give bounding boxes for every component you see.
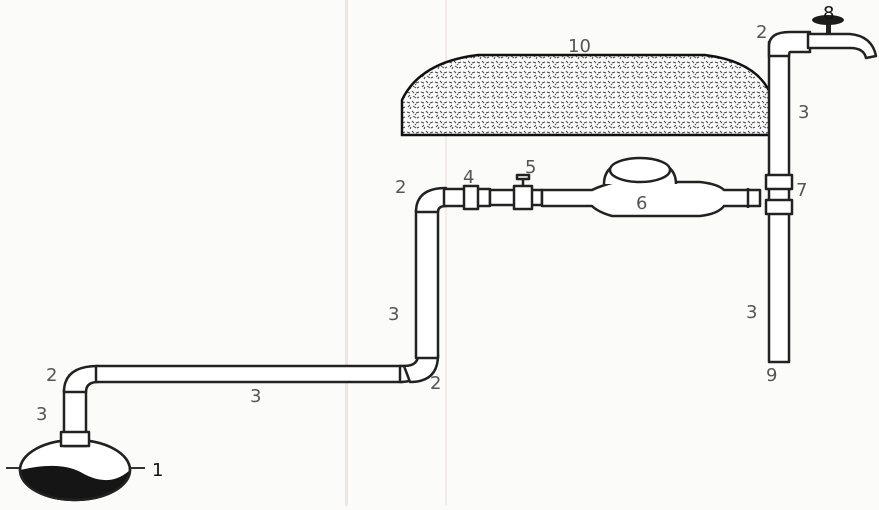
union-nut (462, 184, 480, 211)
water-meter (540, 180, 762, 218)
water-tap (806, 32, 878, 60)
insulation-cover (400, 53, 774, 137)
label-elbow: 2 (46, 365, 57, 386)
tee-fitting (764, 173, 794, 191)
label-elbow: 2 (395, 177, 406, 198)
meter-dial-face (608, 156, 672, 184)
tap-handle (812, 15, 844, 34)
label-cover: 10 (568, 36, 591, 57)
pipe-section (94, 364, 404, 384)
label-pipe: 3 (746, 302, 757, 323)
label-main: 1 (152, 460, 163, 481)
label-valve: 5 (525, 157, 536, 178)
label-elbow: 2 (756, 22, 767, 43)
valve-handle (515, 173, 531, 181)
label-union: 4 (463, 167, 474, 188)
label-elbow: 2 (430, 373, 441, 394)
elbow-joint (62, 364, 100, 394)
label-pipe: 3 (798, 102, 809, 123)
elbow-joint (414, 186, 448, 214)
label-tee: 7 (796, 180, 807, 201)
scan-artifact (345, 0, 348, 506)
label-drain: 9 (766, 365, 777, 386)
label-pipe: 3 (388, 304, 399, 325)
label-pipe: 3 (36, 404, 47, 425)
elbow-joint (767, 30, 812, 58)
tee-fitting (764, 198, 794, 216)
scan-artifact (445, 0, 447, 506)
label-meter: 6 (636, 193, 647, 214)
pipe-section (414, 208, 440, 360)
water-main (6, 438, 145, 502)
pipe-flange (59, 430, 91, 448)
label-pipe: 3 (250, 386, 261, 407)
valve-body (512, 184, 534, 211)
label-tap: 8 (823, 3, 834, 24)
